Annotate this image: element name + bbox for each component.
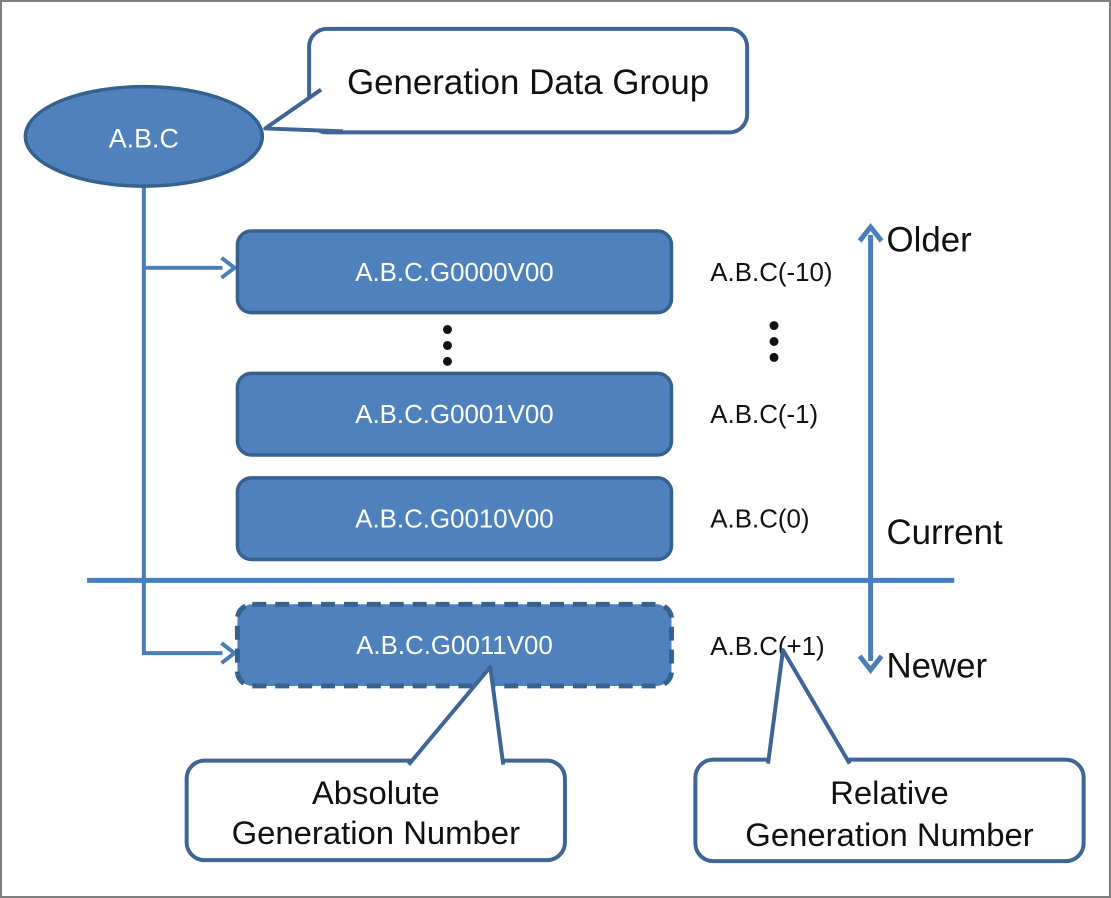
generation-box-g0001 <box>235 371 674 457</box>
dataset-name-label: A.B.C.G0000V00 <box>355 259 554 287</box>
absolute-callout-line2: Generation Number <box>232 814 521 851</box>
root-dataset-ellipse <box>23 84 265 188</box>
older-label: Older <box>887 220 973 259</box>
relative-name-label: A.B.C(-10) <box>710 259 832 287</box>
newer-label: Newer <box>887 647 988 686</box>
relative-callout-line1: Relative <box>830 774 949 811</box>
root-dataset-label: A.B.C <box>109 123 179 153</box>
dataset-name-label: A.B.C.G0001V00 <box>355 401 554 429</box>
relative-callout-line2: Generation Number <box>745 816 1034 853</box>
relative-callout-tail <box>766 648 852 765</box>
gdg-callout <box>307 26 750 135</box>
arrowhead-to-new-generation-icon <box>220 641 238 665</box>
relative-name-label: A.B.C(0) <box>710 506 809 534</box>
absolute-callout-line1: Absolute <box>312 774 440 811</box>
generation-box-g0011-dashed <box>234 601 674 689</box>
dataset-name-label: A.B.C.G0011V00 <box>356 632 553 660</box>
generation-box-g0010 <box>235 476 674 562</box>
absolute-callout-tail <box>407 665 506 766</box>
vertical-ellipsis-datasets-icon <box>443 325 452 366</box>
current-label: Current <box>887 513 1003 552</box>
vertical-ellipsis-relatives-icon <box>769 321 779 362</box>
relative-name-label: A.B.C(+1) <box>710 633 824 661</box>
absolute-callout <box>184 758 567 863</box>
arrowhead-to-oldest-generation-icon <box>220 256 238 280</box>
gdg-callout-label: Generation Data Group <box>347 63 709 102</box>
arrowhead-up-icon <box>857 222 884 243</box>
arrowhead-down-icon <box>857 654 884 675</box>
root-connector-line <box>141 185 223 656</box>
dataset-name-label: A.B.C.G0010V00 <box>355 506 554 534</box>
generation-box-g0000 <box>235 229 674 315</box>
relative-name-label: A.B.C(-1) <box>710 401 818 429</box>
relative-callout <box>693 757 1086 864</box>
gdg-callout-tail <box>263 87 344 134</box>
